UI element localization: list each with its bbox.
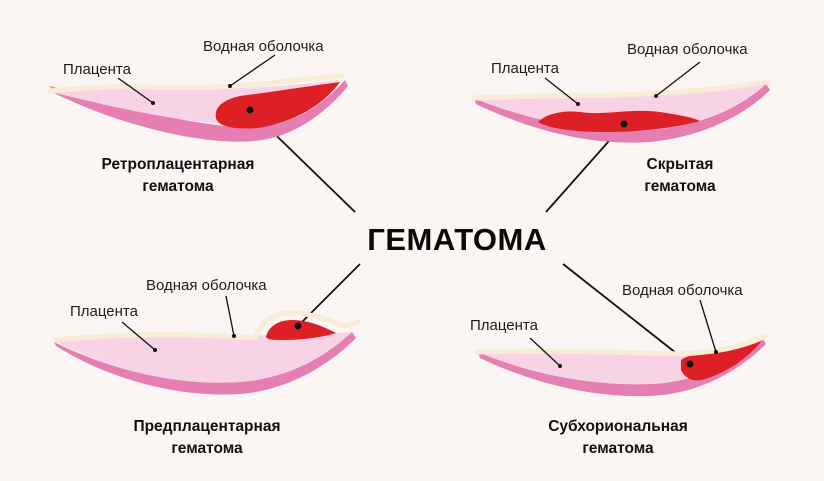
- membrane-leader: [229, 54, 276, 87]
- membrane-label: Водная оболочка: [627, 41, 748, 58]
- placenta-leader: [529, 337, 561, 367]
- membrane-label: Водная оболочка: [146, 277, 267, 294]
- placenta-leader: [117, 77, 154, 104]
- amniotic-membrane: [471, 79, 771, 101]
- uterine-wall: [478, 338, 766, 397]
- uterine-wall: [50, 80, 348, 142]
- caption-line2: гематома: [582, 440, 654, 457]
- caption-line1: Скрытая: [647, 156, 714, 173]
- uterine-wall: [54, 332, 356, 395]
- panel-retroplacental: Водная оболочка Плацента Ретроплацентарн…: [47, 38, 348, 195]
- hematoma-shape: [538, 110, 700, 132]
- placenta-shape: [55, 332, 352, 383]
- membrane-leader: [225, 295, 235, 337]
- hematoma-dot: [294, 322, 302, 330]
- placenta-label: Плацента: [470, 317, 539, 334]
- membrane-label: Водная оболочка: [203, 38, 324, 55]
- caption-line1: Ретроплацентарная: [102, 156, 255, 173]
- membrane-leader: [699, 299, 717, 353]
- caption-line2: гематома: [142, 178, 214, 195]
- placenta-label: Плацента: [63, 61, 132, 78]
- hematoma-shape: [215, 82, 340, 129]
- hematoma-dot: [246, 106, 254, 114]
- amniotic-membrane: [473, 333, 769, 357]
- membrane-leader: [655, 61, 701, 97]
- placenta-label: Плацента: [70, 303, 139, 320]
- placenta-leader: [544, 77, 579, 105]
- panel-preplacental: Водная оболочка Плацента Предплацентарна…: [53, 277, 361, 457]
- caption-line2: гематома: [171, 440, 243, 457]
- caption-line2: гематома: [644, 178, 716, 195]
- hematoma-shape: [266, 320, 336, 340]
- membrane-label: Водная оболочка: [622, 282, 743, 299]
- hematoma-dot: [686, 360, 694, 368]
- connector-bottom-right: [562, 263, 691, 365]
- hematoma-shape: [681, 338, 764, 381]
- placenta-label: Плацента: [491, 60, 560, 77]
- placenta-leader: [121, 321, 156, 351]
- amniotic-membrane: [53, 310, 361, 343]
- panel-subchorionic: Водная оболочка Плацента Субхориональная…: [470, 282, 769, 457]
- panel-concealed: Водная оболочка Плацента Скрытая гематом…: [471, 41, 771, 195]
- diagram-title: ГЕМАТОМА: [367, 222, 546, 257]
- amniotic-membrane: [47, 73, 345, 94]
- uterine-wall: [474, 84, 770, 143]
- caption-line1: Предплацентарная: [133, 418, 280, 435]
- hematoma-dot: [620, 120, 628, 128]
- caption-line1: Субхориональная: [548, 418, 688, 435]
